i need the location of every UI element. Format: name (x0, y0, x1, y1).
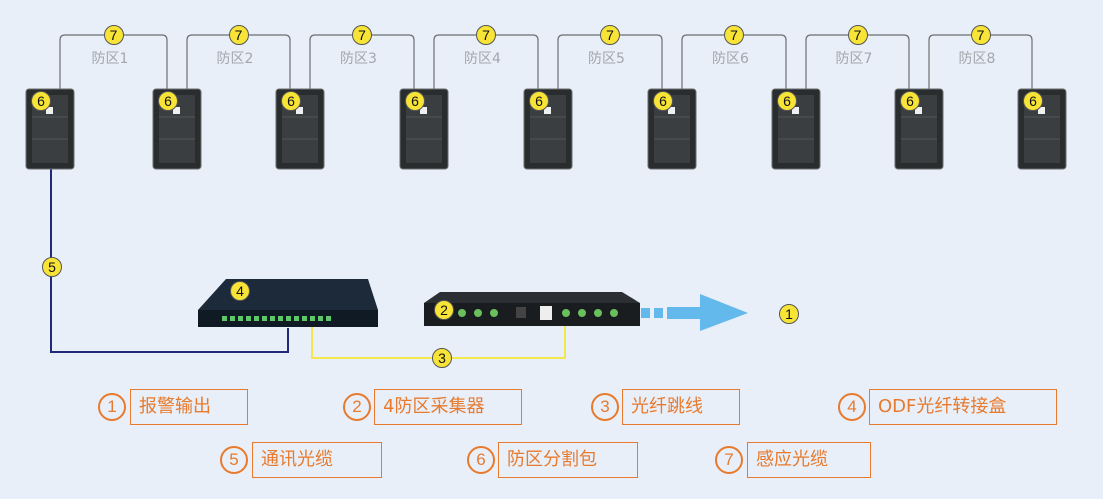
collector-device (424, 292, 640, 326)
marker-sensing-cable: 7 (600, 25, 620, 45)
sensing-cable-loops (59, 34, 1033, 92)
legend-label: 感应光缆 (747, 442, 871, 478)
marker-splitter: 6 (158, 91, 178, 111)
marker-sensing-cable: 7 (352, 25, 372, 45)
legend-label: 防区分割包 (498, 442, 638, 478)
marker-sensing-cable: 7 (847, 25, 868, 45)
marker-alarm-output: 1 (779, 304, 799, 324)
marker-sensing-cable: 7 (970, 25, 991, 45)
marker-odf: 4 (230, 281, 250, 301)
zone-label: 防区3 (340, 51, 377, 67)
marker-splitter: 6 (281, 91, 301, 111)
zone-label: 防区6 (712, 51, 749, 67)
legend-number: 2 (343, 393, 371, 421)
legend-number: 3 (591, 393, 619, 421)
marker-sensing-cable: 7 (476, 25, 496, 45)
legend-label: 4防区采集器 (374, 389, 522, 425)
zone-label: 防区7 (835, 51, 873, 67)
marker-splitter: 6 (31, 91, 51, 111)
odf-box (198, 279, 378, 327)
splitter-box (152, 88, 202, 170)
legend-label: 通讯光缆 (252, 442, 382, 478)
zone-label: 防区2 (216, 51, 254, 67)
alarm-output-arrow (641, 294, 748, 331)
legend-number: 7 (715, 446, 743, 474)
legend-number: 1 (98, 393, 126, 421)
legend-number: 6 (467, 446, 495, 474)
marker-sensing-cable: 7 (724, 25, 744, 45)
legend-number: 5 (220, 446, 248, 474)
legend-label: 光纤跳线 (622, 389, 740, 425)
marker-splitter: 6 (405, 91, 425, 111)
marker-splitter: 6 (653, 91, 673, 111)
zone-label: 防区1 (91, 51, 129, 67)
marker-communication-cable: 5 (42, 257, 62, 277)
marker-sensing-cable: 7 (228, 25, 249, 45)
legend-number: 4 (838, 393, 866, 421)
zone-label: 防区8 (958, 51, 996, 67)
zone-label: 防区4 (464, 51, 501, 67)
marker-sensing-cable: 7 (103, 25, 124, 45)
legend-label: ODF光纤转接盒 (869, 389, 1057, 425)
marker-splitter: 6 (900, 91, 920, 111)
marker-jumper: 3 (432, 348, 452, 368)
legend-label: 报警输出 (130, 389, 248, 425)
marker-splitter: 6 (529, 91, 549, 111)
marker-collector: 2 (434, 300, 454, 320)
zone-label: 防区5 (588, 51, 625, 67)
marker-splitter: 6 (1023, 91, 1043, 111)
marker-splitter: 6 (777, 91, 797, 111)
